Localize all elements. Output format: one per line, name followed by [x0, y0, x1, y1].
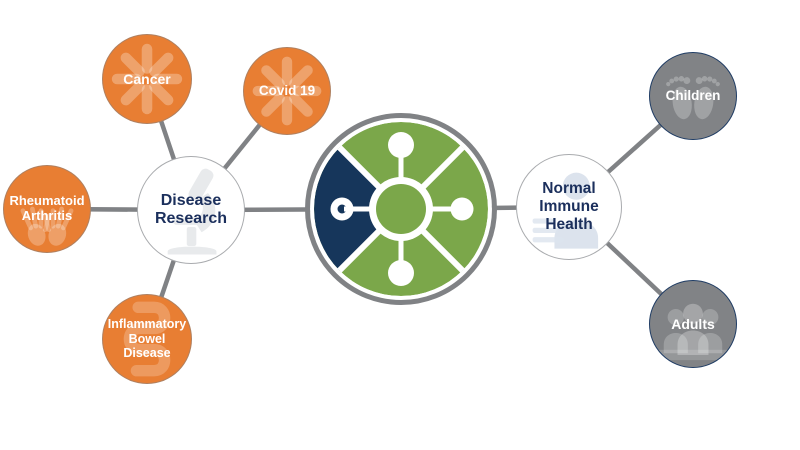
node-cancer: Cancer — [102, 34, 192, 124]
molecule-node-bottom — [388, 260, 414, 286]
microscope-icon — [167, 168, 217, 255]
node-inflammatory-bowel-disease-label: Inflammatory Bowel Disease — [107, 317, 187, 361]
node-covid: Covid 19 — [243, 47, 331, 135]
hub-center-core — [376, 184, 426, 234]
cell-starburst-icon — [111, 43, 183, 115]
hub-outer-ring — [305, 113, 497, 305]
node-children: Children — [649, 52, 737, 140]
node-disease-research: Disease Research — [137, 156, 245, 264]
node-adults: Adults — [649, 280, 737, 368]
molecule-node-left-ring — [330, 197, 354, 221]
node-inflammatory-bowel-disease: Inflammatory Bowel Disease — [102, 294, 192, 384]
person-chart-icon — [532, 172, 599, 249]
molecule-node-right — [450, 197, 474, 221]
node-rheumatoid-arthritis: Rheumatoid Arthritis — [3, 165, 91, 253]
baby-footprints-icon — [666, 76, 720, 120]
node-rheumatoid-arthritis-label: Rheumatoid Arthritis — [9, 193, 85, 223]
node-adults-label: Adults — [671, 315, 715, 332]
molecule-node-top — [388, 132, 414, 158]
people-group-icon — [655, 303, 731, 361]
node-covid-label: Covid 19 — [258, 83, 316, 99]
central-hub — [305, 113, 497, 305]
open-hands-icon — [20, 206, 74, 246]
node-normal-immune-health-label: Normal Immune Health — [539, 180, 599, 233]
node-disease-research-label: Disease Research — [154, 191, 228, 227]
node-normal-immune-health: Normal Immune Health — [516, 154, 622, 260]
node-children-label: Children — [665, 88, 721, 104]
intestine-icon — [123, 301, 171, 377]
cell-starburst-icon — [252, 56, 322, 126]
node-cancer-label: Cancer — [123, 70, 171, 87]
